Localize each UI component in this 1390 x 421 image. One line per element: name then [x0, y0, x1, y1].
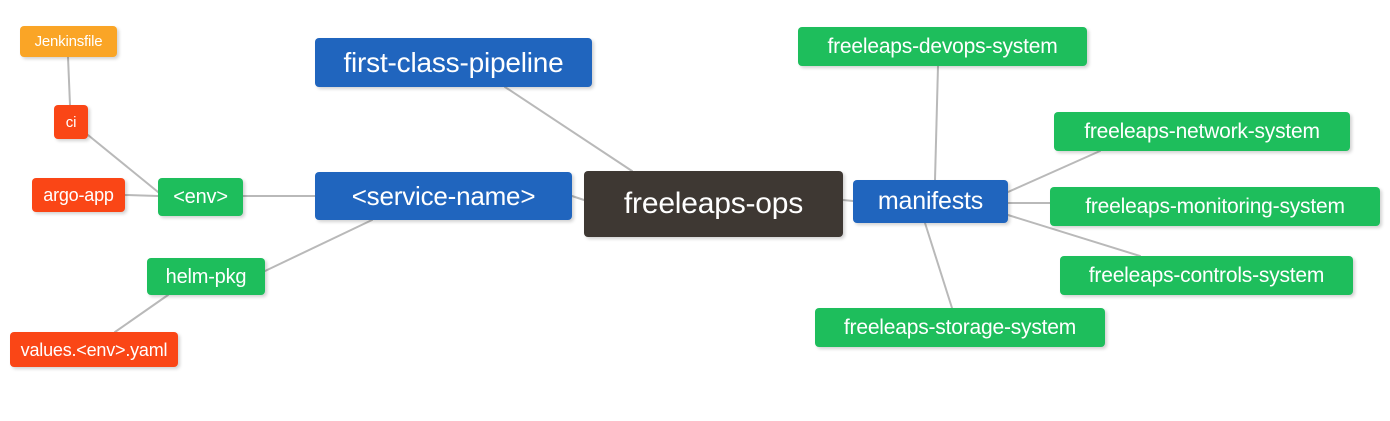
mindmap-edge [114, 294, 169, 333]
mindmap-node-freeleaps-monitoring-system[interactable]: freeleaps-monitoring-system [1050, 187, 1380, 226]
mindmap-node-argo-app[interactable]: argo-app [32, 178, 125, 212]
mindmap-node-values-env-yaml[interactable]: values.<env>.yaml [10, 332, 178, 367]
mindmap-node-first-class-pipeline[interactable]: first-class-pipeline [315, 38, 592, 87]
mindmap-node-jenkinsfile[interactable]: Jenkinsfile [20, 26, 117, 57]
mindmap-node-service-name[interactable]: <service-name> [315, 172, 572, 220]
mindmap-node-freeleaps-ops[interactable]: freeleaps-ops [584, 171, 843, 237]
mindmap-edge [67, 56, 71, 106]
mindmap-node-freeleaps-storage-system[interactable]: freeleaps-storage-system [815, 308, 1105, 347]
mindmap-node-helm-pkg[interactable]: helm-pkg [147, 258, 265, 295]
mindmap-node-freeleaps-network-system[interactable]: freeleaps-network-system [1054, 112, 1350, 151]
mindmap-edge [571, 195, 585, 201]
mindmap-edge [124, 194, 159, 197]
mindmap-node-freeleaps-devops-system[interactable]: freeleaps-devops-system [798, 27, 1087, 66]
mindmap-edge [264, 219, 373, 272]
mindmap-node-manifests[interactable]: manifests [853, 180, 1008, 223]
mindmap-edge [934, 65, 939, 181]
mindmap-node-env[interactable]: <env> [158, 178, 243, 216]
mindmap-edge [504, 86, 633, 172]
mindmap-node-freeleaps-controls-system[interactable]: freeleaps-controls-system [1060, 256, 1353, 295]
mindmap-node-ci[interactable]: ci [54, 105, 88, 139]
mindmap-edge [924, 222, 953, 309]
mindmap-edge [842, 199, 854, 202]
mindmap-edge [1007, 150, 1101, 193]
